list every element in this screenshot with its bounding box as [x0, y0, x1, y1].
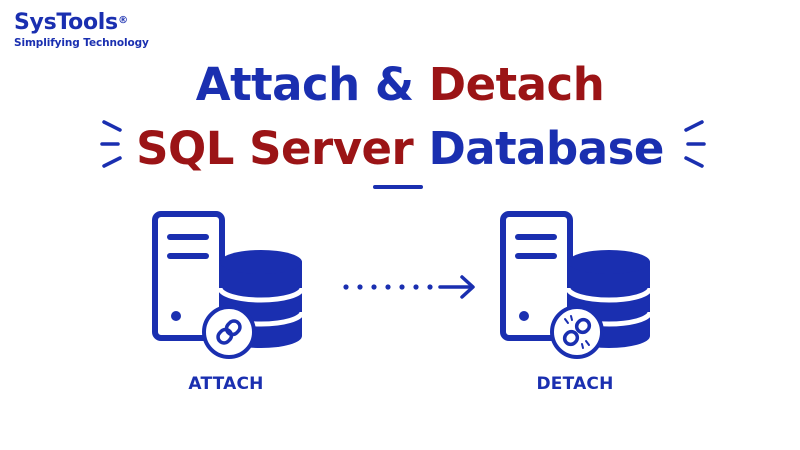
headline-database: Database: [428, 122, 664, 175]
attach-group: [152, 211, 305, 359]
headline-sql-server: SQL Server: [136, 122, 414, 175]
brand-name: SysTools®: [14, 10, 128, 36]
brand-logo: SysTools® Simplifying Technology: [14, 10, 149, 50]
decor-dashes-left: [100, 120, 122, 168]
detach-label: DETACH: [536, 374, 614, 394]
registered-mark: ®: [118, 15, 128, 26]
headline-detach: Detach: [428, 58, 605, 111]
attach-label: ATTACH: [188, 374, 264, 394]
link-icon: [202, 305, 256, 359]
detach-group: [500, 211, 653, 359]
dotted-arrow: [343, 275, 475, 299]
server-icon: [500, 211, 573, 341]
headline-line-2: SQL Server Database: [0, 120, 800, 178]
headline-line-1: Attach & Detach: [0, 56, 800, 114]
decor-dashes-right: [684, 120, 706, 168]
brand-tagline: Simplifying Technology: [14, 37, 149, 49]
brand-name-text: SysTools: [14, 10, 118, 35]
headline-underline: [373, 185, 423, 189]
broken-link-icon: [550, 305, 604, 359]
headline-attach: Attach &: [195, 58, 414, 111]
